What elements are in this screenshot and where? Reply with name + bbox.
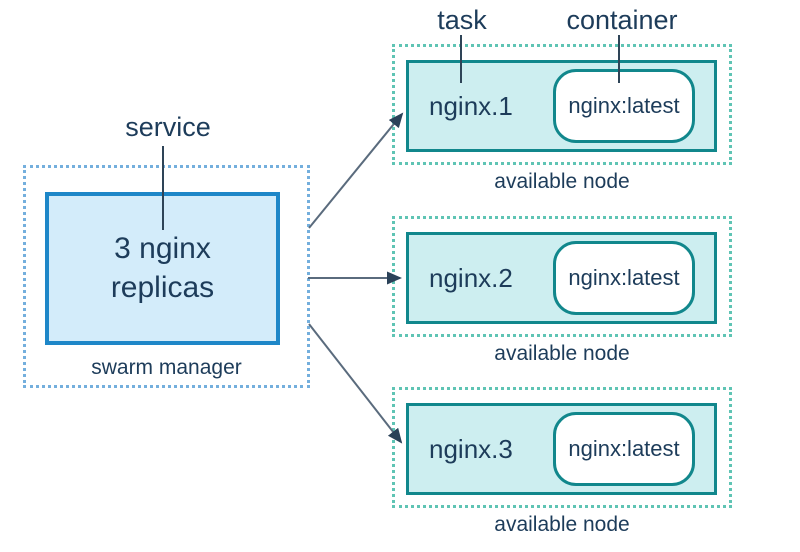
node-2-task-name: nginx.2 [429, 262, 513, 293]
node-1-container-box: nginx:latest [553, 69, 695, 143]
node-2-caption: available node [494, 342, 630, 365]
service-box-text: 3 nginx replicas [110, 232, 215, 304]
node-1-boundary: nginx.1 nginx:latest [392, 44, 732, 165]
node-group-2: nginx.2 nginx:latest available node [392, 216, 732, 366]
node-3-boundary: nginx.3 nginx:latest [392, 387, 732, 508]
arrow-to-node-3 [308, 323, 403, 444]
node-2-task-box: nginx.2 nginx:latest [406, 232, 717, 324]
node-2-boundary: nginx.2 nginx:latest [392, 216, 732, 337]
node-3-caption: available node [494, 513, 630, 536]
node-3-task-box: nginx.3 nginx:latest [406, 403, 717, 495]
container-label: container [566, 5, 678, 35]
node-group-3: nginx.3 nginx:latest available node [392, 387, 732, 537]
node-3-task-name: nginx.3 [429, 433, 513, 464]
node-3-container-box: nginx:latest [553, 412, 695, 486]
arrow-to-node-1 [308, 112, 404, 229]
node-1-caption: available node [494, 170, 630, 193]
node-1-task-box: nginx.1 nginx:latest [406, 60, 717, 152]
node-group-1: nginx.1 nginx:latest available node [392, 44, 732, 194]
swarm-manager-boundary: 3 nginx replicas swarm manager [23, 165, 310, 388]
node-1-task-name: nginx.1 [429, 90, 513, 121]
service-label: service [125, 112, 211, 142]
service-box: 3 nginx replicas [45, 192, 280, 345]
swarm-manager-caption: swarm manager [91, 356, 242, 379]
task-label: task [437, 5, 487, 35]
node-2-container-box: nginx:latest [553, 241, 695, 315]
